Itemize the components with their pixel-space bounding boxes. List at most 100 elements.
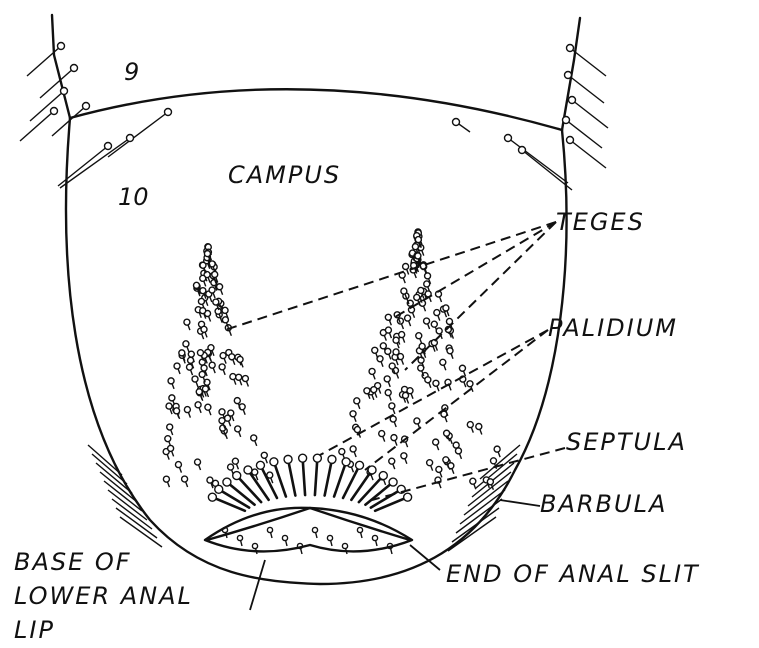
teges-right-seta-40-socket	[389, 458, 395, 464]
teges-right-seta-82-socket	[393, 349, 399, 355]
teges-left-seta-87-socket	[251, 435, 257, 441]
teges-left-seta-101-socket	[184, 319, 190, 325]
palidium-spine-11	[334, 462, 346, 497]
campus-seta-e-socket	[505, 135, 512, 142]
teges-right-seta-137-socket	[401, 288, 407, 294]
teges-right-seta-136-socket	[487, 479, 493, 485]
teges-right-seta-51-socket	[377, 356, 383, 362]
teges-right-seta-21-socket	[467, 381, 473, 387]
septula-label: SEPTULA	[566, 428, 687, 456]
teges-left-seta-58-socket	[230, 374, 236, 380]
right-seta-2-socket	[569, 97, 576, 104]
left-seta-4-socket	[51, 108, 58, 115]
teges-right-seta-106-socket	[425, 273, 431, 279]
teges-left-seta-48-socket	[229, 354, 235, 360]
teges-right-seta-120-socket	[354, 398, 360, 404]
campus-seta-e-stem	[508, 138, 568, 183]
campus-seta-a-stem	[108, 112, 168, 157]
teges-left-seta-78-socket	[197, 350, 203, 356]
teges-right-seta-45-socket	[369, 368, 375, 374]
campus-seta-b-stem	[60, 138, 130, 188]
campus-seta-d-socket	[453, 119, 460, 126]
teges-right-seta-139-socket	[391, 435, 397, 441]
teges-left-seta-30-socket	[182, 476, 188, 482]
teges-left-seta-105-socket	[213, 299, 219, 305]
left-seta-1-stem	[40, 68, 74, 98]
campus-label: CAMPUS	[228, 161, 341, 189]
end-slit-label: END OF ANAL SLIT	[446, 560, 700, 588]
teges-right-seta-0-socket	[427, 460, 433, 466]
teges-left-seta-109-socket	[201, 326, 207, 332]
lip-seta-2-socket	[252, 543, 257, 548]
campus-seta-c-stem	[58, 146, 108, 186]
teges-left-seta-29-socket	[219, 409, 225, 415]
teges-right-seta-96-socket	[419, 343, 425, 349]
teges-label: TEGES	[556, 208, 645, 236]
teges-right-seta-14-socket	[414, 418, 420, 424]
teges-left-seta-44-socket	[222, 307, 228, 313]
lower-anal-lip	[205, 508, 412, 552]
palidium-socket-8	[299, 454, 307, 462]
teges-right-seta-89-socket	[424, 281, 430, 287]
teges-left-seta-37-socket	[261, 452, 267, 458]
teges-right-seta-100-socket	[470, 478, 476, 484]
campus-seta-b-socket	[127, 135, 134, 142]
teges-right-seta-92-socket	[399, 332, 405, 338]
teges-left-seta-18-socket	[192, 376, 198, 382]
lip-seta-9-socket	[357, 527, 362, 532]
teges-right-seta-63-socket	[364, 388, 370, 394]
teges-right-seta-126-socket	[414, 294, 420, 300]
teges-left-seta-83-socket	[228, 464, 234, 470]
palidium-socket-10	[328, 455, 336, 463]
palidium-spine-7	[288, 459, 295, 495]
teges-right-seta-49-socket	[384, 376, 390, 382]
teges-right-seta-128-socket	[415, 237, 421, 243]
teges-left-seta-23-socket	[188, 357, 194, 363]
teges-left-seta-89-socket	[234, 398, 240, 404]
base-label-line2: LOWER ANAL	[14, 582, 193, 610]
palidium-spine-6	[274, 462, 286, 497]
palidium-socket-0	[208, 493, 216, 501]
barbula-right-hair-8	[448, 517, 496, 551]
teges-left-seta-51-socket	[175, 462, 181, 468]
right-seta-2-stem	[572, 100, 608, 128]
segment-boundary	[70, 89, 562, 130]
lip-seta-3-socket	[267, 527, 272, 532]
palidium-socket-6	[270, 458, 278, 466]
teges-right-seta-46-socket	[385, 348, 391, 354]
teges-left-seta-93-socket	[235, 426, 241, 432]
lip-seta-8-socket	[342, 543, 347, 548]
lip-seta-7-socket	[327, 535, 332, 540]
teges-right-seta-37-socket	[476, 423, 482, 429]
right-seta-1-socket	[565, 72, 572, 79]
base-label-line3: LIP	[14, 616, 55, 644]
teges-right-seta-11-socket	[339, 449, 345, 455]
teges-right-seta-60-socket	[455, 448, 461, 454]
barbula-label: BARBULA	[540, 490, 667, 518]
segment-10-label: 10	[118, 183, 149, 211]
teges-left-seta-108-socket	[168, 445, 174, 451]
palidium-spines	[208, 454, 411, 554]
teges-right-seta-83-socket	[379, 431, 385, 437]
teges-right-seta-127-socket	[415, 253, 421, 259]
teges-left-seta-70-socket	[220, 353, 226, 359]
teges-left-seta-102-socket	[207, 477, 213, 483]
teges-right-seta-24-socket	[436, 466, 442, 472]
teges-right-seta-132-socket	[350, 411, 356, 417]
left-seta-3-socket	[83, 103, 90, 110]
teges-left-seta-67-socket	[183, 341, 189, 347]
teges-left-seta-60-socket	[174, 363, 180, 369]
teges-left-seta-75-socket	[200, 262, 206, 268]
teges-left-seta-81-socket	[212, 271, 218, 277]
teges-right-seta-99-socket	[354, 427, 360, 433]
right-seta-0-socket	[567, 45, 574, 52]
teges-left-seta-95-socket	[232, 458, 238, 464]
teges-right-seta-122-socket	[443, 305, 449, 311]
palidium-socket-12	[356, 461, 364, 469]
base-leader	[250, 560, 265, 610]
teges-right-seta-131-socket	[443, 457, 449, 463]
teges-left-seta-73-socket	[200, 308, 206, 314]
teges-left-seta-103-socket	[204, 251, 210, 257]
teges-left-seta-104-socket	[209, 287, 215, 293]
